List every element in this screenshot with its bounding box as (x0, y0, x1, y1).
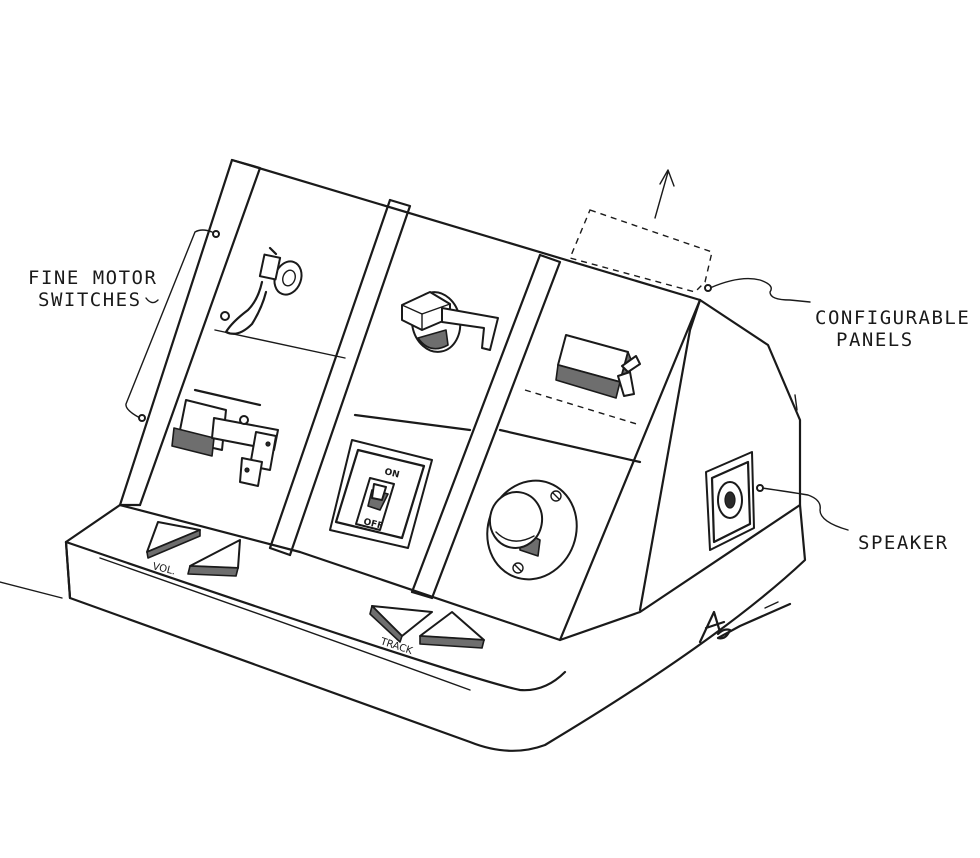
side-housing (638, 298, 802, 612)
push-knob-module (486, 479, 578, 581)
track-buttons (369, 605, 485, 649)
micro-switch-module (555, 334, 641, 399)
slide-latch-module (171, 399, 279, 487)
ground-line (0, 581, 63, 599)
configurable-leader-dot (704, 284, 712, 292)
configurable-label-line1: CONFIGURABLE (815, 307, 970, 329)
key-switch-module (220, 246, 303, 335)
configurable-leader (709, 277, 811, 303)
fine-motor-label-line2: SWITCHES (38, 289, 142, 311)
switch-on-label: ON (383, 467, 400, 480)
fine-motor-label-line1: FINE MOTOR (28, 267, 157, 289)
panel-dividers (193, 329, 642, 464)
divider-rail-right (410, 253, 562, 600)
panel-frame (118, 158, 702, 642)
vol-label: VOL. (151, 561, 176, 577)
device-base (64, 503, 807, 752)
speaker-label: SPEAKER (858, 532, 949, 554)
speaker-leader (761, 487, 849, 531)
divider-rail-left (268, 198, 412, 557)
toggle-switch-plate (329, 439, 433, 549)
volume-buttons (146, 521, 241, 577)
removable-panel (569, 169, 713, 293)
speaker-leader-dot (756, 484, 764, 492)
switch-off-label: OFF (362, 517, 384, 532)
lever-handle-module (401, 291, 499, 353)
configurable-label-line2: PANELS (836, 329, 914, 351)
volume-up-button[interactable] (189, 539, 241, 569)
artist-signature (698, 601, 792, 644)
speaker-grille (705, 451, 755, 551)
fine-motor-bracket (125, 229, 220, 422)
